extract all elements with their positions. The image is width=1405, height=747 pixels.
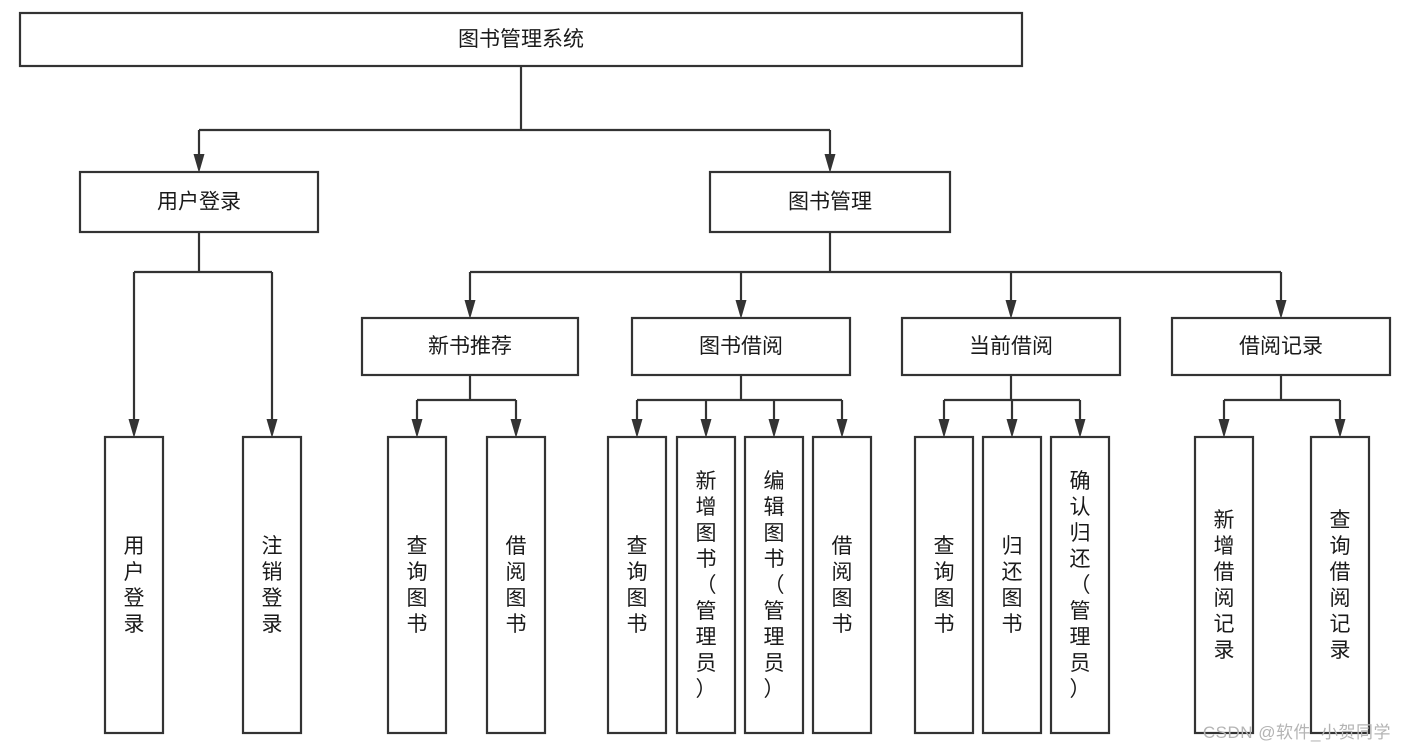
node-box-leaf-edit-book [743,435,805,735]
arrow-head-icon [768,419,780,438]
node-leaf-return-book[interactable]: 归还图书 [981,435,1043,735]
arrow-head-icon [1218,419,1230,438]
edge-group-book-manage [464,232,1287,319]
node-leaf-query-book-3[interactable]: 查询图书 [913,435,975,735]
node-book-borrow[interactable]: 图书借阅 [630,316,852,377]
csdn-watermark: CSDN @软件_小贺同学 [1202,723,1391,742]
edge-group-current-borrow [938,375,1086,438]
edge-group-root [193,66,836,173]
node-box-book-borrow [630,316,852,377]
node-box-leaf-query-book-2 [606,435,668,735]
node-label-leaf-query-book-1: 查询图书 [407,535,428,636]
arrow-head-icon [1006,419,1018,438]
arrow-head-icon [510,419,522,438]
node-box-leaf-query-record [1309,435,1371,735]
node-label-root: 图书管理系统 [458,28,584,51]
node-label-current-borrow: 当前借阅 [969,335,1053,358]
node-box-new-book-rec [360,316,580,377]
arrow-head-icon [1275,300,1287,319]
node-leaf-query-book-2[interactable]: 查询图书 [606,435,668,735]
node-box-leaf-add-book [675,435,737,735]
node-label-user-login: 用户登录 [157,191,241,214]
node-box-leaf-query-book-1 [386,435,448,735]
node-leaf-logout[interactable]: 注销登录 [241,435,303,735]
node-box-leaf-borrow-book-1 [485,435,547,735]
node-label-leaf-edit-book: 编辑图书（管理员） [764,470,785,701]
node-box-leaf-return-book [981,435,1043,735]
arrow-head-icon [464,300,476,319]
node-box-leaf-borrow-book-2 [811,435,873,735]
node-label-book-borrow: 图书借阅 [699,335,783,358]
node-leaf-query-record[interactable]: 查询借阅记录 [1309,435,1371,735]
arrow-head-icon [128,419,140,438]
node-label-borrow-record: 借阅记录 [1239,335,1323,358]
node-box-borrow-record [1170,316,1392,377]
arrow-head-icon [193,154,205,173]
node-root[interactable]: 图书管理系统 [18,11,1024,68]
node-label-leaf-logout: 注销登录 [262,535,283,636]
node-label-leaf-add-record: 新增借阅记录 [1214,509,1235,662]
arrow-head-icon [824,154,836,173]
arrow-head-icon [700,419,712,438]
node-new-book-rec[interactable]: 新书推荐 [360,316,580,377]
node-label-leaf-borrow-book-2: 借阅图书 [832,535,853,636]
arrow-head-icon [938,419,950,438]
arrow-head-icon [836,419,848,438]
arrow-head-icon [1334,419,1346,438]
node-layer: 图书管理系统用户登录图书管理新书推荐图书借阅当前借阅借阅记录用户登录注销登录查询… [18,11,1392,735]
edge-group-new-book-rec [411,375,522,438]
node-leaf-borrow-book-1[interactable]: 借阅图书 [485,435,547,735]
node-leaf-user-login[interactable]: 用户登录 [103,435,165,735]
arrow-head-icon [411,419,423,438]
node-label-leaf-add-book: 新增图书（管理员） [696,470,717,701]
node-leaf-edit-book[interactable]: 编辑图书（管理员） [743,435,805,735]
node-label-leaf-user-login: 用户登录 [124,535,145,636]
node-label-book-manage: 图书管理 [788,191,872,214]
connector-layer [128,66,1346,438]
arrow-head-icon [631,419,643,438]
node-box-leaf-query-book-3 [913,435,975,735]
node-box-leaf-confirm-return [1049,435,1111,735]
node-book-manage[interactable]: 图书管理 [708,170,952,234]
node-label-leaf-query-record: 查询借阅记录 [1330,509,1351,662]
node-leaf-query-book-1[interactable]: 查询图书 [386,435,448,735]
edge-group-book-borrow [631,375,848,438]
node-box-leaf-user-login [103,435,165,735]
node-leaf-add-record[interactable]: 新增借阅记录 [1193,435,1255,735]
node-leaf-confirm-return[interactable]: 确认归还（管理员） [1049,435,1111,735]
node-box-user-login [78,170,320,234]
node-label-leaf-query-book-2: 查询图书 [627,535,648,636]
node-box-leaf-logout [241,435,303,735]
edge-group-borrow-record [1218,375,1346,438]
node-box-current-borrow [900,316,1122,377]
node-label-new-book-rec: 新书推荐 [428,335,512,358]
arrow-head-icon [735,300,747,319]
node-user-login[interactable]: 用户登录 [78,170,320,234]
node-label-leaf-borrow-book-1: 借阅图书 [506,535,527,636]
node-current-borrow[interactable]: 当前借阅 [900,316,1122,377]
node-box-root [18,11,1024,68]
node-leaf-add-book[interactable]: 新增图书（管理员） [675,435,737,735]
node-borrow-record[interactable]: 借阅记录 [1170,316,1392,377]
node-label-leaf-query-book-3: 查询图书 [934,535,955,636]
arrow-head-icon [266,419,278,438]
arrow-head-icon [1005,300,1017,319]
node-label-leaf-confirm-return: 确认归还（管理员） [1070,470,1091,701]
node-box-book-manage [708,170,952,234]
node-box-leaf-add-record [1193,435,1255,735]
node-leaf-borrow-book-2[interactable]: 借阅图书 [811,435,873,735]
node-label-leaf-return-book: 归还图书 [1002,535,1023,636]
arrow-head-icon [1074,419,1086,438]
edge-group-user-login [128,232,278,438]
